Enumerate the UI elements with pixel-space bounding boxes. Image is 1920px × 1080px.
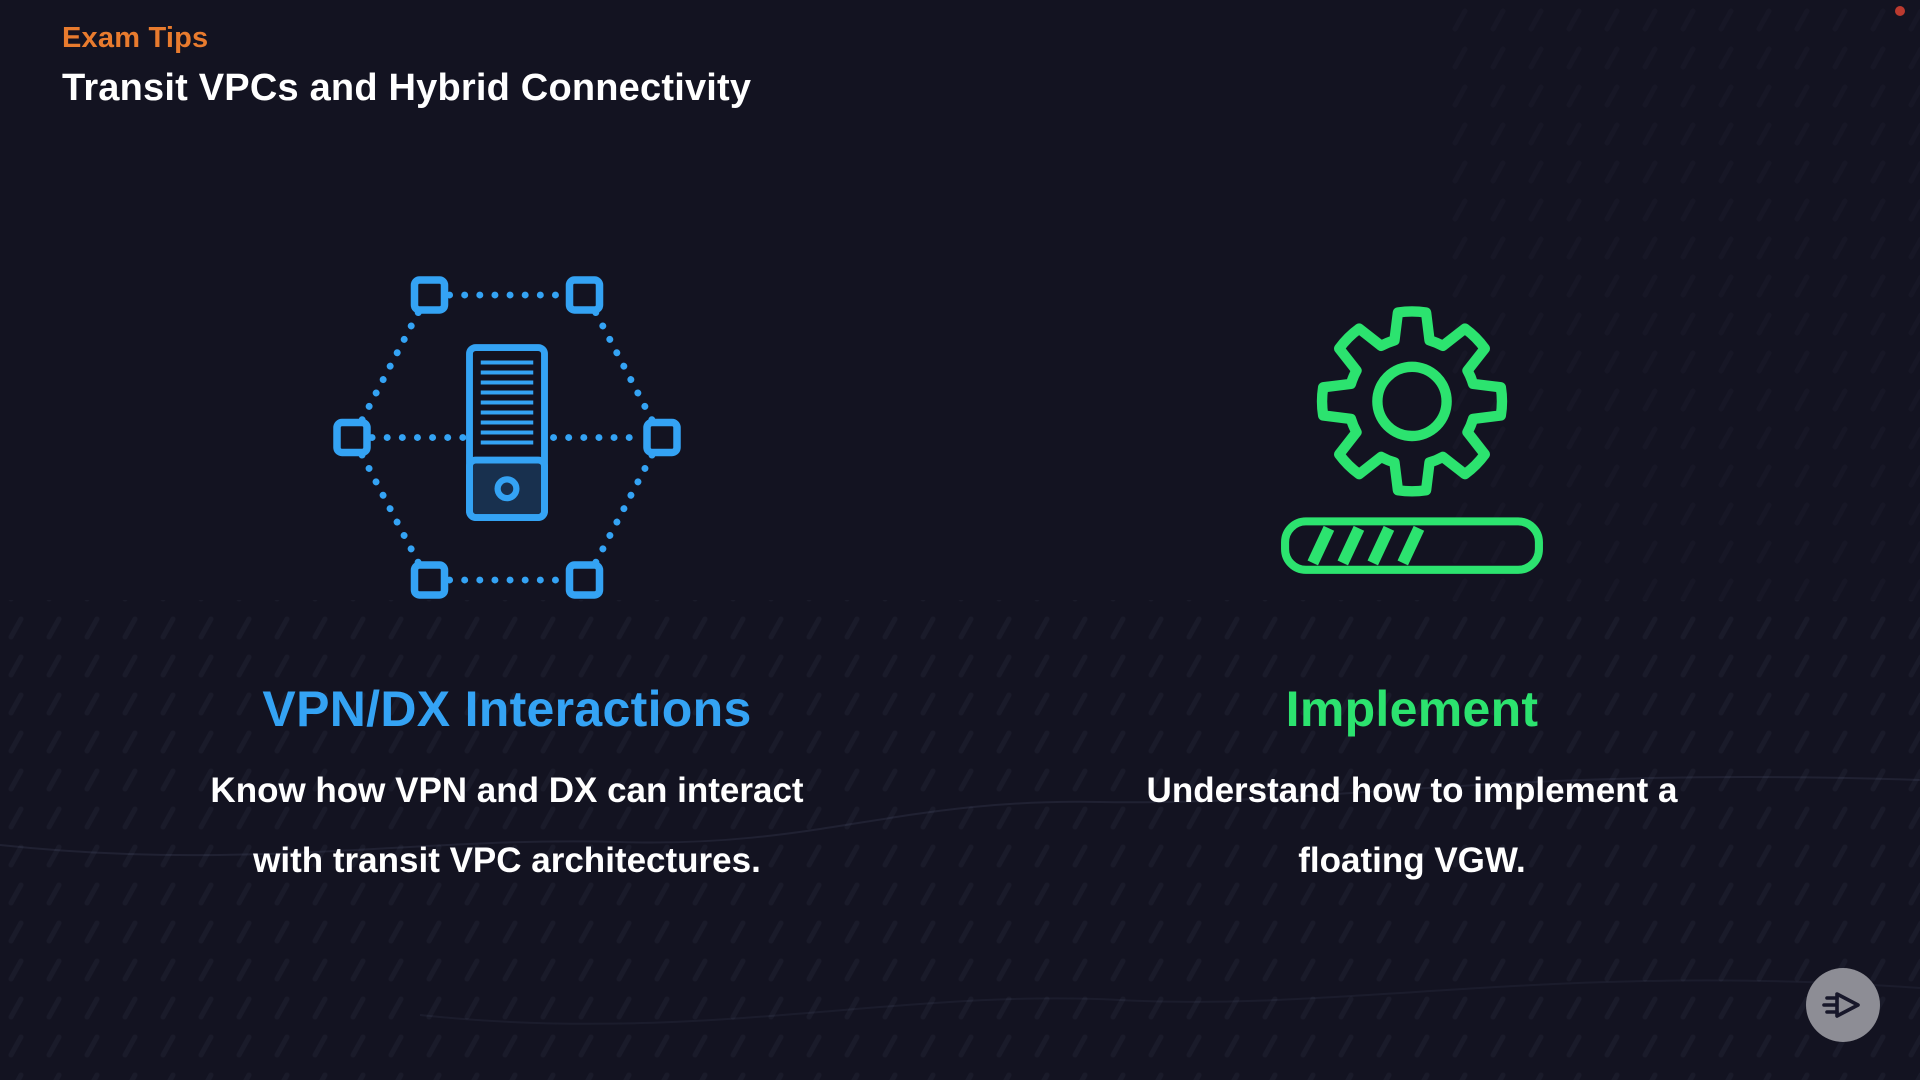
card-body-line: with transit VPC architectures.	[253, 841, 761, 880]
card-heading-implement: Implement	[1285, 681, 1539, 737]
card-body-line: Know how VPN and DX can interact	[210, 771, 804, 810]
transit-network-icon	[333, 276, 681, 599]
slide-header: Exam Tips Transit VPCs and Hybrid Connec…	[62, 22, 751, 110]
record-dot	[1895, 6, 1905, 16]
card-body-vpn-dx: Know how VPN and DX can interact with tr…	[210, 756, 803, 896]
gear-progress-icon	[1281, 306, 1543, 574]
card-heading-vpn-dx: VPN/DX Interactions	[262, 681, 752, 737]
card-body-line: floating VGW.	[1298, 841, 1526, 880]
card-body-implement: Understand how to implement a floating V…	[1147, 756, 1678, 896]
kicker-label: Exam Tips	[62, 22, 209, 54]
card-implement: Implement Understand how to implement a …	[962, 270, 1862, 896]
icon-container-left	[332, 270, 682, 600]
next-button[interactable]	[1806, 968, 1880, 1042]
page-title: Transit VPCs and Hybrid Connectivity	[62, 67, 752, 109]
card-vpn-dx: VPN/DX Interactions Know how VPN and DX …	[57, 270, 957, 896]
card-body-line: Understand how to implement a	[1146, 771, 1678, 810]
play-next-icon	[1822, 992, 1860, 1018]
icon-container-right	[1262, 270, 1562, 600]
